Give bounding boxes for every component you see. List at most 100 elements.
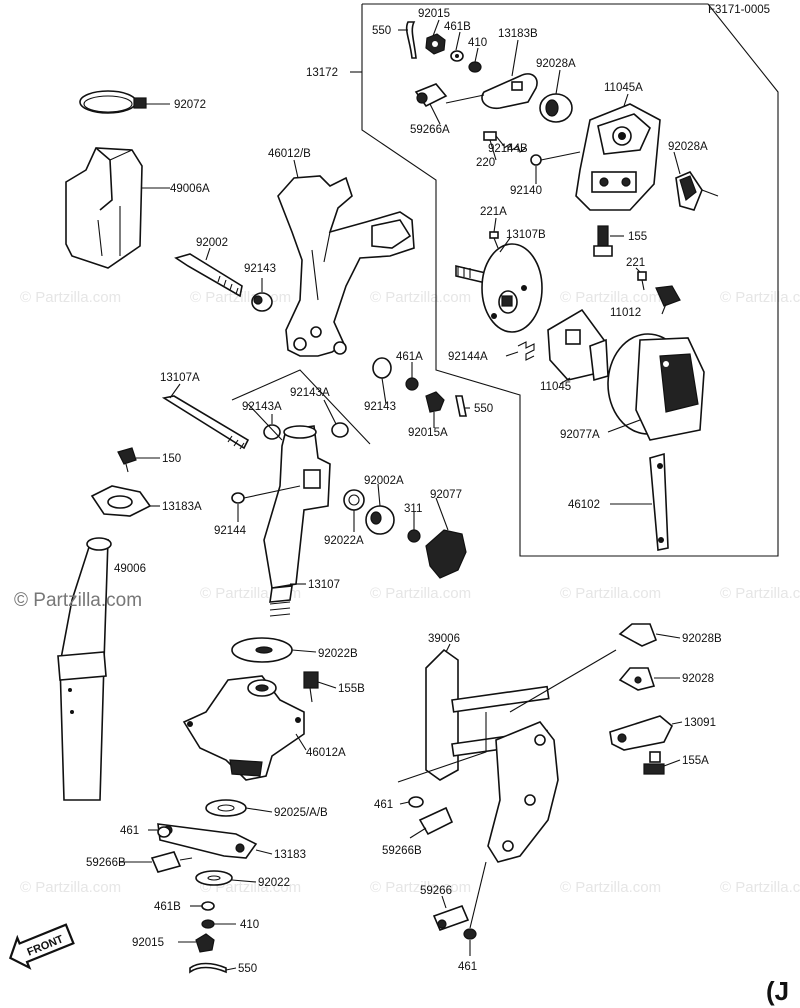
- label-92144: 92144: [214, 525, 247, 537]
- nut-311: [407, 529, 421, 543]
- watermark-tile: © Partzilla.com: [370, 289, 471, 306]
- label-92072: 92072: [174, 99, 206, 111]
- label-92002: 92002: [196, 237, 228, 249]
- label-92143a-right: 92143A: [290, 387, 330, 399]
- watermark-tile: © Partzilla.com: [20, 879, 121, 896]
- bolt-155b: [303, 671, 319, 703]
- label-92144b: 92144B: [488, 143, 528, 155]
- knob-92077: [425, 529, 467, 579]
- label-92022: 92022: [258, 877, 290, 889]
- lever-13091: [609, 715, 673, 751]
- cover-49006a: [65, 147, 143, 269]
- label-92028: 92028: [682, 673, 714, 685]
- washer-92022b: [231, 637, 293, 663]
- label-461b: 461B: [444, 21, 471, 33]
- washer-410: [468, 61, 482, 73]
- washer-461b-bottom: [201, 901, 215, 911]
- label-92022a: 92022A: [324, 535, 364, 547]
- joint-59266b-right: [418, 806, 454, 836]
- label-92077: 92077: [430, 489, 462, 501]
- label-59266a: 59266A: [410, 124, 450, 136]
- label-220: 220: [476, 157, 495, 169]
- label-92143a-left: 92143A: [242, 401, 282, 413]
- knob-housing-92077a: [607, 333, 705, 441]
- pin-92144: [231, 492, 245, 504]
- watermark-tile: © Partzilla.com: [370, 585, 471, 602]
- label-46102: 46102: [568, 499, 600, 511]
- label-461b-bottom: 461B: [154, 901, 181, 913]
- clamp-92072: [79, 90, 147, 114]
- bushing-92002a: [365, 505, 395, 535]
- watermark-tiles: © Partzilla.com © Partzilla.com © Partzi…: [20, 289, 800, 896]
- shaft-13107b: [455, 243, 543, 333]
- label-155a: 155A: [682, 755, 709, 767]
- lever-46102: [649, 452, 669, 551]
- label-13183b: 13183B: [498, 28, 538, 40]
- bushing-92028b: [618, 623, 658, 647]
- washer-461-bottom-right: [463, 928, 477, 940]
- cotter-pin-550: [405, 21, 417, 59]
- nut-92015-bottom: [195, 933, 215, 953]
- label-11045: 11045: [540, 381, 571, 393]
- label-92002a: 92002A: [364, 475, 404, 487]
- nut-92015a: [425, 391, 445, 413]
- spring-92144a: [517, 341, 535, 361]
- label-155: 155: [628, 231, 647, 243]
- watermark-tile: © Partzilla.com: [720, 879, 800, 896]
- label-410-bottom: 410: [240, 919, 259, 931]
- label-311: 311: [404, 503, 422, 515]
- pin-92140: [530, 151, 581, 166]
- nut-92015: [425, 33, 446, 55]
- watermark-tile: © Partzilla.com: [560, 879, 661, 896]
- label-221: 221: [626, 257, 645, 269]
- bracket-11045: [547, 308, 609, 382]
- label-461a: 461A: [396, 351, 423, 363]
- label-13107a: 13107A: [160, 372, 200, 384]
- watermark-tile: © Partzilla.com: [720, 289, 800, 306]
- label-550-mid: 550: [474, 403, 493, 415]
- label-13183: 13183: [274, 849, 306, 861]
- label-92143: 92143: [244, 263, 276, 275]
- label-461-left: 461: [120, 825, 139, 837]
- label-92140: 92140: [510, 185, 542, 197]
- watermark-tile: © Partzilla.com: [560, 289, 661, 306]
- label-92015: 92015: [418, 8, 450, 20]
- bushings-92143a: [263, 422, 349, 440]
- label-13183a: 13183A: [162, 501, 202, 513]
- watermark-tile: © Partzilla.com: [720, 585, 800, 602]
- joint-59266a: [414, 83, 448, 108]
- bushing-92143: [251, 292, 273, 312]
- watermark-tile: © Partzilla.com: [20, 289, 121, 306]
- washer-410-bottom: [201, 919, 215, 929]
- label-13107: 13107: [308, 579, 340, 591]
- label-155b: 155B: [338, 683, 365, 695]
- label-13091: 13091: [684, 717, 716, 729]
- key-11012: [655, 285, 681, 307]
- label-461-bottom: 461: [458, 961, 477, 973]
- label-13107b: 13107B: [506, 229, 546, 241]
- label-92015-bottom: 92015: [132, 937, 164, 949]
- housing-11045a: [575, 103, 661, 211]
- bolt-155: [593, 225, 613, 257]
- bolt-155a: [643, 751, 665, 775]
- washer-92025ab: [205, 799, 247, 817]
- label-410: 410: [468, 37, 487, 49]
- corner-mark: (J: [766, 976, 789, 1006]
- column-49006: [57, 537, 112, 801]
- washer-92022a: [343, 489, 365, 511]
- front-arrow: FRONT: [8, 923, 75, 970]
- label-221a: 221A: [480, 206, 507, 218]
- bolt-92002: [174, 253, 243, 298]
- label-46012b: 46012/B: [268, 148, 311, 160]
- watermark-main: © Partzilla.com: [14, 590, 142, 611]
- plate-13183a: [90, 485, 152, 517]
- label-11012: 11012: [610, 307, 641, 319]
- washer-461b: [450, 50, 464, 62]
- washer-461-right: [408, 796, 424, 808]
- label-46012a: 46012A: [306, 747, 346, 759]
- watermark-tile: © Partzilla.com: [370, 879, 471, 896]
- spring-92144b: [503, 143, 527, 153]
- washer-461a: [405, 377, 419, 391]
- label-550-bottom: 550: [238, 963, 257, 975]
